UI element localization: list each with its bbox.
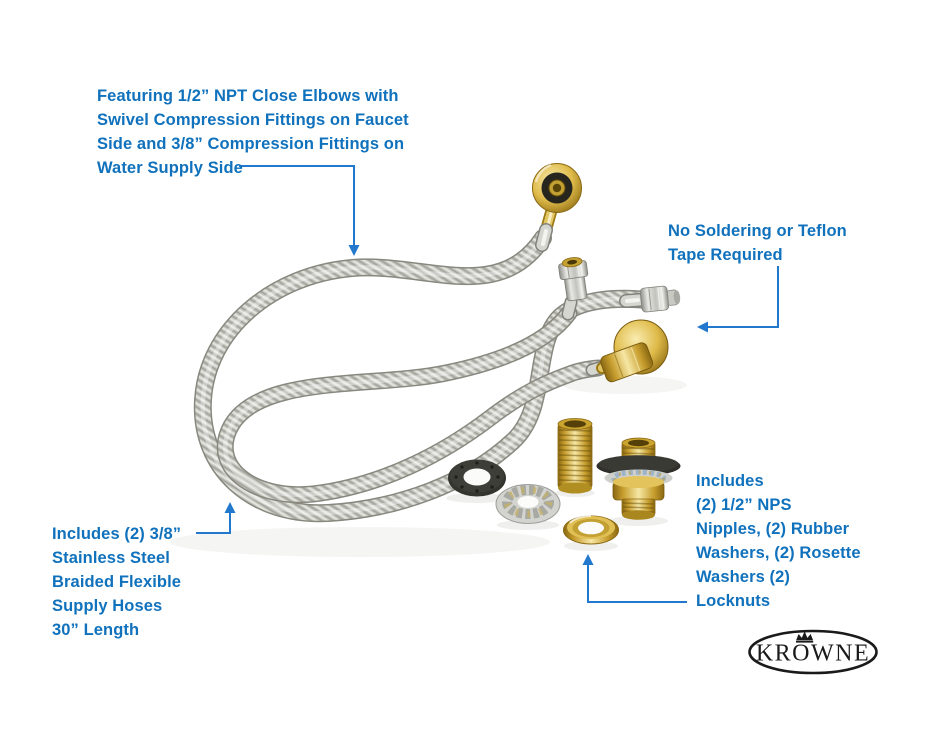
chrome-swivel-elbow-fitting — [558, 257, 589, 321]
brass-drain-nipple-assembly — [596, 437, 681, 520]
brass-close-elbow-fitting — [585, 319, 669, 383]
brass-locknut — [563, 515, 619, 545]
callout-arrowheads — [224, 245, 708, 565]
rosette-lock-washer — [495, 484, 561, 524]
krowne-logo-text: KROWNE — [756, 641, 870, 667]
callout-line-no-soldering — [708, 266, 779, 328]
up-arrow-icon — [224, 502, 236, 513]
callout-included-parts: Includes (2) 1/2” NPS Nipples, (2) Rubbe… — [696, 472, 861, 610]
callout-line-faucet-fittings — [239, 165, 355, 247]
callout-no-soldering: No Soldering or Teflon Tape Required — [668, 222, 847, 264]
crown-icon — [796, 631, 814, 641]
callout-lines — [196, 165, 779, 603]
up-arrow-icon — [582, 554, 594, 565]
rubber-washer — [448, 459, 506, 497]
down-arrow-icon — [348, 245, 360, 256]
callout-line-included-parts — [587, 564, 687, 603]
chrome-compression-nut — [619, 285, 681, 313]
callout-supply-hoses: Includes (2) 3/8” Stainless Steel Braide… — [52, 525, 182, 639]
left-arrow-icon — [697, 321, 708, 333]
callout-faucet-fittings: Featuring 1/2” NPT Close Elbows with Swi… — [97, 87, 409, 177]
braided-hose-inner — [216, 304, 607, 504]
callout-line-supply-hoses — [196, 512, 231, 534]
brass-faucet-flange-fitting — [532, 163, 582, 252]
brass-nps-nipple — [557, 418, 593, 494]
krowne-logo: KROWNE — [748, 629, 878, 675]
soft-shadows — [170, 376, 687, 557]
